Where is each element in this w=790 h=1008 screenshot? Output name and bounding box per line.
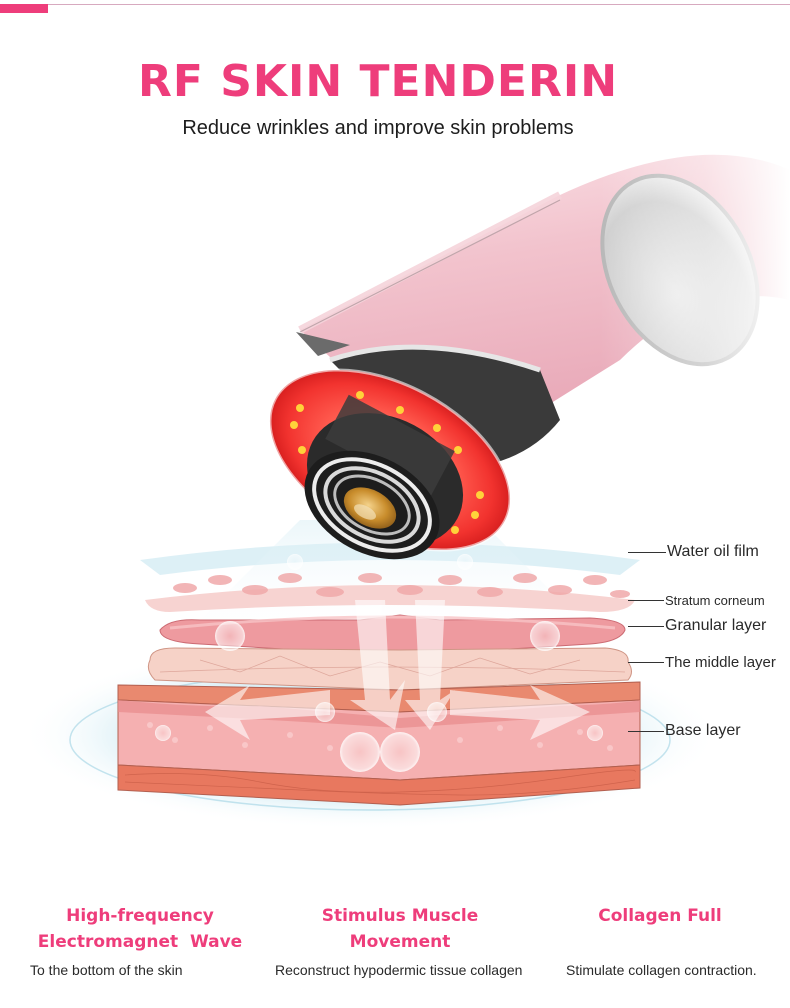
- label-base-layer: Base layer: [628, 722, 741, 740]
- top-accent-tab: [0, 4, 48, 13]
- feature-desc-stimulus-muscle: Reconstruct hypodermic tissue collagen: [275, 962, 523, 978]
- top-divider-line: [0, 4, 790, 5]
- page-subtitle: Reduce wrinkles and improve skin problem…: [182, 117, 574, 139]
- rf-device: [268, 150, 790, 560]
- granular-layer: [159, 614, 626, 657]
- label-granular-layer: Granular layer: [628, 617, 766, 635]
- feature-title-line: Stimulus Muscle: [321, 906, 479, 926]
- pointer-line: [628, 600, 664, 601]
- pointer-line: [628, 625, 664, 627]
- feature-title-line: High-frequency: [66, 906, 214, 926]
- label-stratum-corneum: Stratum corneum: [628, 593, 765, 608]
- label-middle-layer: The middle layer: [628, 654, 776, 671]
- feature-title-line: Collagen Full: [598, 906, 722, 926]
- energy-arrows-icon: [205, 600, 590, 740]
- feature-title-line: Electromagnet Wave: [37, 932, 243, 952]
- base-layer: [117, 681, 641, 806]
- feature-desc-high-frequency: To the bottom of the skin: [30, 962, 183, 978]
- product-illustration: Water oil film Stratum corneum Granular …: [0, 150, 790, 870]
- pointer-line: [628, 662, 664, 663]
- feature-stimulus-muscle: Stimulus Muscle Movement: [280, 903, 520, 955]
- bubbles-icon: [155, 554, 603, 772]
- pointer-line: [628, 730, 664, 732]
- label-water-oil-film: Water oil film: [628, 543, 759, 561]
- feature-collagen-full: Collagen Full: [545, 903, 775, 929]
- feature-title-line: Movement: [349, 932, 451, 952]
- feature-desc-collagen-full: Stimulate collagen contraction.: [566, 962, 757, 978]
- stratum-corneum-layer: [145, 573, 635, 612]
- pointer-line: [628, 551, 666, 553]
- page-title: RF SKIN TENDERIN: [137, 56, 619, 107]
- feature-high-frequency: High-frequency Electromagnet Wave: [20, 903, 260, 955]
